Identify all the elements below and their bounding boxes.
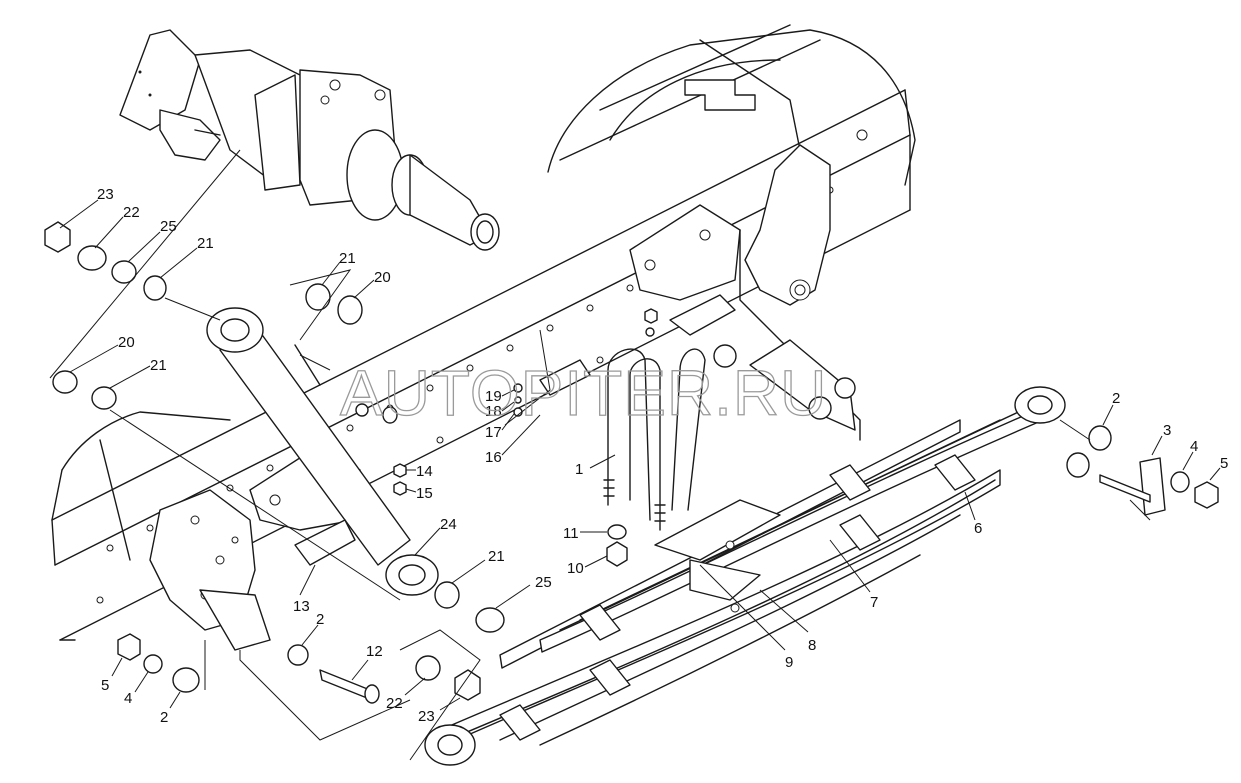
callout-18: 18 — [485, 403, 502, 420]
callout-14: 14 — [416, 463, 433, 480]
spring-plates — [294, 294, 781, 613]
front-hanger-bracket — [149, 489, 271, 651]
callout-21-lower: 21 — [488, 548, 505, 565]
callout-2-left: 2 — [160, 709, 168, 726]
callout-22-lower: 22 — [386, 695, 403, 712]
callout-24: 24 — [440, 516, 457, 533]
callout-9: 9 — [785, 654, 793, 671]
callout-22-top: 22 — [123, 204, 140, 221]
rear-hanger-bracket — [739, 144, 861, 441]
callout-13: 13 — [293, 598, 310, 615]
callout-11: 11 — [563, 525, 579, 542]
callout-19: 19 — [485, 388, 502, 405]
callout-1: 1 — [575, 461, 583, 478]
leader-lines — [49, 149, 1151, 761]
callout-20-upper: 20 — [374, 269, 391, 286]
callout-4-right: 4 — [1190, 438, 1198, 455]
u-bolts — [603, 348, 706, 531]
callout-21-upper: 21 — [339, 250, 356, 267]
callout-2-mid: 2 — [316, 611, 324, 628]
callout-23-top: 23 — [97, 186, 114, 203]
shock-upper-bracket — [629, 204, 741, 301]
callout-17: 17 — [485, 424, 502, 441]
watermark: AUTOPITER.RU — [340, 357, 827, 429]
callout-25-top: 25 — [160, 218, 177, 235]
axle-knuckle-assembly — [119, 29, 500, 251]
callout-25-lower: 25 — [535, 574, 552, 591]
callouts: 23 22 25 21 21 20 20 21 19 18 17 16 1 14… — [59, 186, 1228, 726]
callout-12: 12 — [366, 643, 383, 660]
callout-5-left: 5 — [101, 677, 109, 694]
callout-7: 7 — [870, 594, 878, 611]
callout-16: 16 — [485, 449, 502, 466]
leaf-spring-lower — [424, 454, 1001, 766]
callout-4-left: 4 — [124, 690, 132, 707]
callout-5-right: 5 — [1220, 455, 1228, 472]
callout-15: 15 — [416, 485, 433, 502]
callout-3: 3 — [1163, 422, 1171, 439]
hardware — [44, 221, 1219, 704]
callout-10: 10 — [567, 560, 584, 577]
callout-21-top: 21 — [197, 235, 214, 252]
callout-23-lower: 23 — [418, 708, 435, 725]
callout-6: 6 — [974, 520, 982, 537]
callout-21-left: 21 — [150, 357, 167, 374]
shock-absorber — [206, 307, 439, 596]
callout-2-right: 2 — [1112, 390, 1120, 407]
callout-20-left: 20 — [118, 334, 135, 351]
callout-8: 8 — [808, 637, 816, 654]
